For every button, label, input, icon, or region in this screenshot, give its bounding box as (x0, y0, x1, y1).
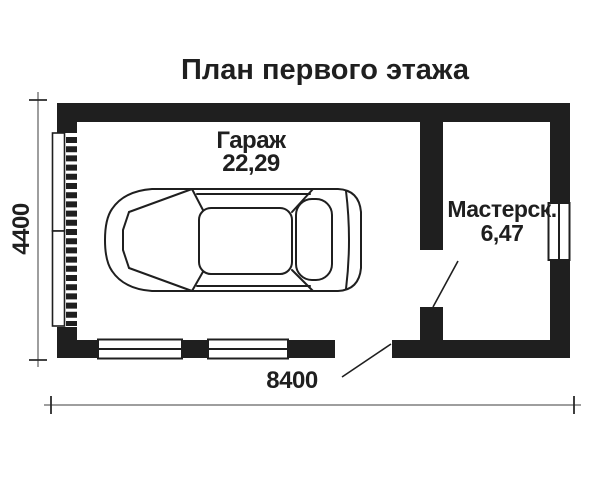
car-front-edge (122, 211, 130, 269)
width-dimension-label: 8400 (266, 367, 318, 394)
dimension-lines (37, 92, 581, 406)
garage-room-label: Гараж (216, 127, 286, 154)
leader-lines (341, 260, 459, 378)
top-wall (57, 103, 570, 122)
car-c-pillar-bottom (291, 269, 314, 292)
windows (97, 202, 571, 360)
garage-door-leaf-lower (51, 230, 66, 327)
car-a-pillar-top (191, 188, 205, 213)
car-top-view (104, 188, 362, 292)
dimension-ticks (29, 99, 575, 414)
bottom-wall-pier (182, 340, 208, 358)
workshop-door-leader (432, 260, 459, 308)
entrance-leader (341, 343, 392, 378)
car-hood-line-top (128, 188, 193, 213)
car-rear-window (295, 198, 333, 281)
bottom-wall-segment-1 (57, 340, 98, 358)
right-wall-upper (550, 103, 570, 203)
bottom-wall-segment-3 (392, 340, 570, 358)
page-title: План первого этажа (181, 54, 469, 86)
left-wall-top-corner (57, 103, 77, 133)
partition-wall (420, 122, 443, 250)
car-hood-line-bottom (128, 267, 193, 292)
car-c-pillar-top (291, 188, 314, 213)
workshop-room-label: Мастерск. (447, 196, 557, 222)
bottom-wall-segment-2 (288, 340, 335, 358)
garage-door (51, 132, 66, 327)
partition-wall-stub (420, 307, 443, 340)
right-wall-lower (550, 260, 570, 358)
car-trunk-line (345, 190, 350, 290)
car-roof (198, 207, 293, 275)
height-dimension-label: 4400 (8, 203, 35, 255)
walls (57, 103, 570, 358)
garage-area-value: 22,29 (222, 150, 280, 177)
car-a-pillar-bottom (191, 269, 205, 292)
workshop-area-value: 6,47 (480, 220, 524, 246)
garage-door-leaf-upper (51, 132, 66, 232)
